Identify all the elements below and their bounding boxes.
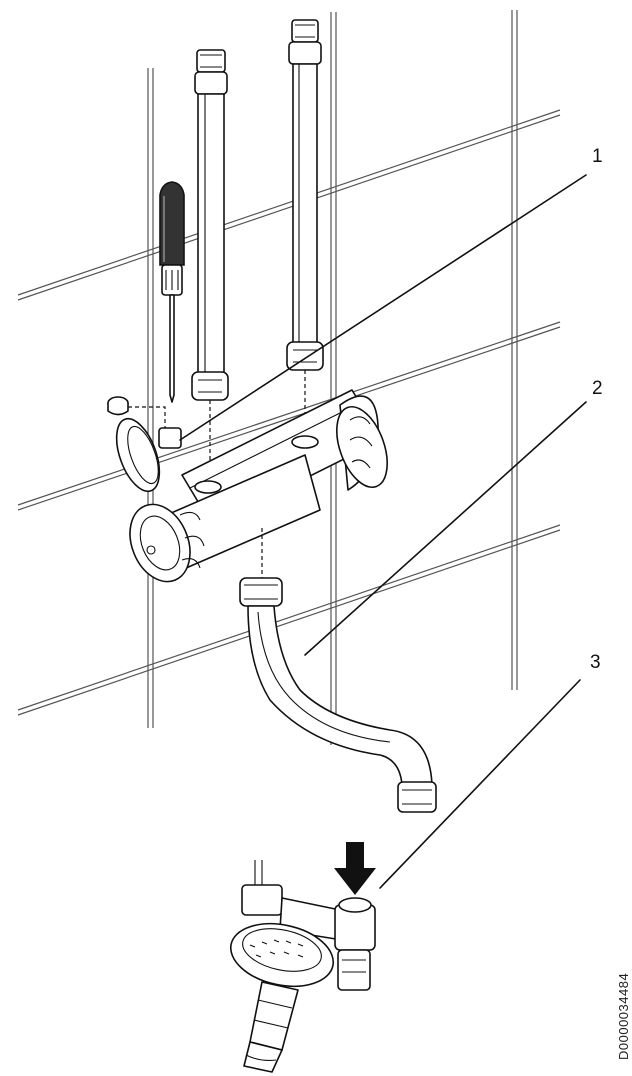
spout — [239, 577, 437, 813]
right-supply-pipe — [286, 19, 324, 438]
cover-cap — [107, 396, 166, 428]
document-id: D0000034484 — [616, 973, 631, 1060]
callout-3-label: 3 — [590, 652, 601, 673]
down-arrow-icon — [334, 842, 376, 895]
mixer-body — [115, 389, 388, 583]
wall-tile-grid — [17, 10, 561, 745]
screwdriver — [159, 181, 185, 403]
left-supply-pipe — [191, 49, 229, 478]
callout-leaders — [179, 174, 587, 889]
hand-shower-holder — [229, 860, 376, 1073]
callout-2-label: 2 — [592, 378, 603, 399]
callout-1-label: 1 — [592, 146, 603, 167]
